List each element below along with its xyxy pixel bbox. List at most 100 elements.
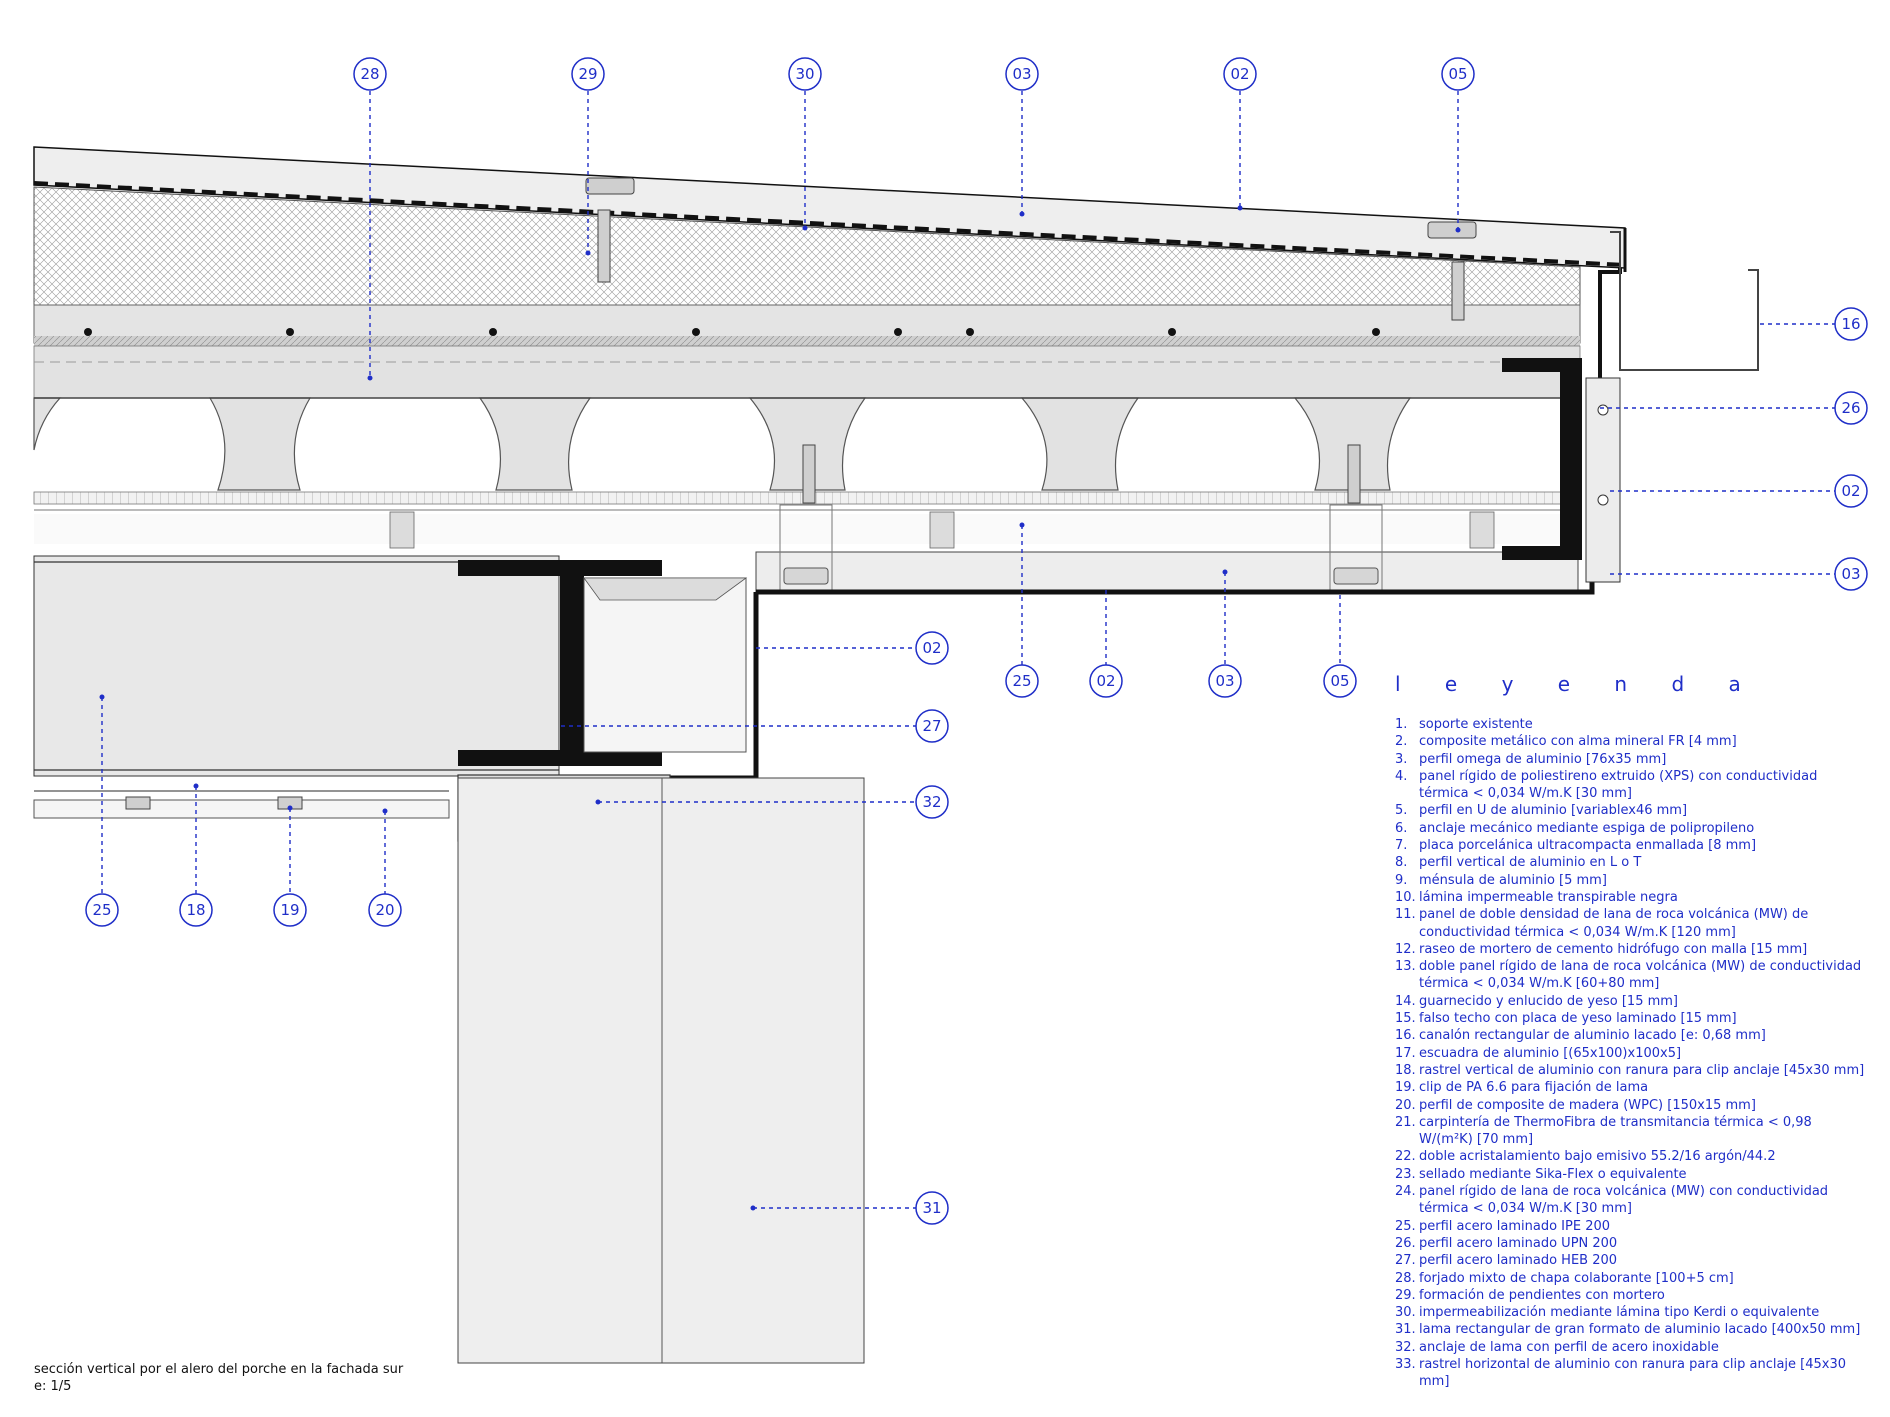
legend-item-number: 1. bbox=[1395, 717, 1408, 732]
legend-item-number: 33. bbox=[1395, 1356, 1416, 1372]
legend-item-number: 30. bbox=[1395, 1305, 1416, 1321]
legend-item: 11.panel de doble densidad de lana de ro… bbox=[1395, 906, 1865, 941]
heb-beam bbox=[458, 560, 662, 766]
legend-item-text: canalón rectangular de aluminio lacado [… bbox=[1419, 1028, 1766, 1044]
legend-item-text: escuadra de aluminio [(65x100)x100x5] bbox=[1419, 1045, 1682, 1061]
callout-top-1: 28 bbox=[353, 57, 387, 91]
callout-label: 20 bbox=[375, 901, 394, 919]
legend-item-number: 10. bbox=[1395, 889, 1416, 905]
legend-item-number: 22. bbox=[1395, 1149, 1416, 1165]
callout-bl-1: 25 bbox=[85, 893, 119, 927]
callout-label: 16 bbox=[1841, 315, 1860, 333]
legend-item: 6.anclaje mecánico mediante espiga de po… bbox=[1395, 820, 1865, 837]
legend-title: l e y e n d a bbox=[1395, 672, 1760, 696]
caption-scale: e: 1/5 bbox=[34, 1379, 72, 1394]
legend-item: 20.perfil de composite de madera (WPC) [… bbox=[1395, 1097, 1865, 1114]
legend-item-text: composite metálico con alma mineral FR [… bbox=[1419, 734, 1737, 750]
legend-item-text: doble acristalamiento bajo emisivo 55.2/… bbox=[1419, 1149, 1776, 1165]
callout-label: 03 bbox=[1012, 65, 1031, 83]
legend-item-number: 29. bbox=[1395, 1287, 1416, 1303]
legend-item-text: sellado mediante Sika-Flex o equivalente bbox=[1419, 1166, 1687, 1182]
legend-item-number: 7. bbox=[1395, 838, 1408, 854]
callout-mid-2: 27 bbox=[915, 709, 949, 743]
callout-label: 02 bbox=[1096, 672, 1115, 690]
legend-item-text: rastrel vertical de aluminio con ranura … bbox=[1419, 1062, 1865, 1078]
legend-item: 1. soporte existente bbox=[1395, 716, 1865, 733]
legend-item-text: carpintería de ThermoFibra de transmitan… bbox=[1419, 1114, 1812, 1148]
mesh-layer bbox=[34, 336, 1580, 346]
legend-item: 9. ménsula de aluminio [5 mm] bbox=[1395, 872, 1865, 889]
callout-label: 02 bbox=[1230, 65, 1249, 83]
clips bbox=[125, 796, 303, 810]
callout-under-3: 03 bbox=[1208, 664, 1242, 698]
legend-item-number: 14. bbox=[1395, 993, 1416, 1009]
legend-item: 30.impermeabilización mediante lámina ti… bbox=[1395, 1304, 1865, 1321]
callout-label: 18 bbox=[186, 901, 205, 919]
legend-item-number: 17. bbox=[1395, 1045, 1416, 1061]
legend-item-text: anclaje mecánico mediante espiga de poli… bbox=[1419, 820, 1755, 836]
legend-item-text: perfil acero laminado IPE 200 bbox=[1419, 1218, 1611, 1234]
legend-item-number: 21. bbox=[1395, 1114, 1416, 1130]
legend-item: 28.forjado mixto de chapa colaborante [1… bbox=[1395, 1270, 1865, 1287]
callout-mid-3: 32 bbox=[915, 785, 949, 819]
legend-item: 31.lama rectangular de gran formato de a… bbox=[1395, 1321, 1865, 1338]
leader-lines bbox=[101, 91, 1835, 1209]
callout-label: 31 bbox=[922, 1199, 941, 1217]
callout-right-4: 03 bbox=[1834, 557, 1868, 591]
legend-item-text: lámina impermeable transpirable negra bbox=[1419, 889, 1678, 905]
legend-item: 21.carpintería de ThermoFibra de transmi… bbox=[1395, 1114, 1865, 1149]
wpc-slats bbox=[33, 799, 450, 819]
legend-item: 22.doble acristalamiento bajo emisivo 55… bbox=[1395, 1148, 1865, 1165]
composite-slab bbox=[33, 345, 1581, 399]
callout-mid-1: 02 bbox=[915, 631, 949, 665]
callout-label: 03 bbox=[1215, 672, 1234, 690]
slab-ribs bbox=[33, 397, 1412, 491]
legend-item: 25.perfil acero laminado IPE 200 bbox=[1395, 1218, 1865, 1235]
legend-item-number: 12. bbox=[1395, 941, 1416, 957]
legend-list: 1. soporte existente 2. composite metálico … bbox=[1395, 716, 1865, 1391]
legend-item-number: 8. bbox=[1395, 855, 1408, 871]
callout-label: 28 bbox=[360, 65, 379, 83]
legend-item-number: 28. bbox=[1395, 1270, 1416, 1286]
legend-item: 7. placa porcelánica ultracompacta enmall… bbox=[1395, 837, 1865, 854]
callout-right-2: 26 bbox=[1834, 391, 1868, 425]
callout-bl-3: 19 bbox=[273, 893, 307, 927]
legend-item-number: 4. bbox=[1395, 768, 1408, 784]
legend-item-text: placa porcelánica ultracompacta enmallad… bbox=[1419, 838, 1757, 854]
legend-item: 27.perfil acero laminado HEB 200 bbox=[1395, 1252, 1865, 1269]
callout-label: 27 bbox=[922, 717, 941, 735]
legend-item-text: lama rectangular de gran formato de alum… bbox=[1419, 1322, 1861, 1338]
callout-label: 05 bbox=[1448, 65, 1467, 83]
legend-item-text: panel de doble densidad de lana de roca … bbox=[1419, 907, 1809, 940]
callout-label: 25 bbox=[1012, 672, 1031, 690]
legend-item: 12.raseo de mortero de cemento hidrófugo… bbox=[1395, 941, 1865, 958]
callout-bubbles: 28 29 30 03 02 05 16 26 02 03 02 27 32 3… bbox=[85, 57, 1868, 1225]
callout-label: 26 bbox=[1841, 399, 1860, 417]
callout-right-1: 16 bbox=[1834, 307, 1868, 341]
legend-item-number: 2. bbox=[1395, 734, 1408, 750]
legend-item-text: perfil acero laminado HEB 200 bbox=[1419, 1253, 1618, 1269]
cladding-lamella bbox=[457, 777, 865, 1364]
legend-item-text: impermeabilización mediante lámina tipo … bbox=[1419, 1305, 1820, 1321]
legend-item: 33.rastrel horizontal de aluminio con ra… bbox=[1395, 1356, 1865, 1391]
legend-item-number: 23. bbox=[1395, 1166, 1416, 1182]
callout-under-4: 05 bbox=[1323, 664, 1357, 698]
legend-item-text: perfil en U de aluminio [variablex46 mm] bbox=[1419, 803, 1688, 819]
anchor-hangers bbox=[585, 177, 1477, 504]
legend-item: 13.doble panel rígido de lana de roca vo… bbox=[1395, 958, 1865, 993]
legend-item: 5. perfil en U de aluminio [variablex46 m… bbox=[1395, 802, 1865, 819]
legend-item: 19.clip de PA 6.6 para fijación de lama bbox=[1395, 1079, 1865, 1096]
callout-label: 02 bbox=[1841, 482, 1860, 500]
legend-item-number: 13. bbox=[1395, 959, 1416, 975]
hanger-clips bbox=[389, 511, 1495, 549]
legend-item-number: 5. bbox=[1395, 803, 1408, 819]
legend-item-text: ménsula de aluminio [5 mm] bbox=[1419, 872, 1607, 888]
legend-item-number: 11. bbox=[1395, 907, 1416, 923]
legend-item-text: falso techo con placa de yeso laminado [… bbox=[1419, 1011, 1737, 1027]
legend-item-number: 19. bbox=[1395, 1080, 1416, 1096]
legend-item-text: soporte existente bbox=[1419, 717, 1533, 732]
legend-item: 10.lámina impermeable transpirable negra bbox=[1395, 889, 1865, 906]
legend-item-number: 9. bbox=[1395, 872, 1408, 888]
legend-item-text: perfil vertical de aluminio en L o T bbox=[1419, 855, 1642, 871]
legend-item: 2. composite metálico con alma mineral FR… bbox=[1395, 733, 1865, 750]
